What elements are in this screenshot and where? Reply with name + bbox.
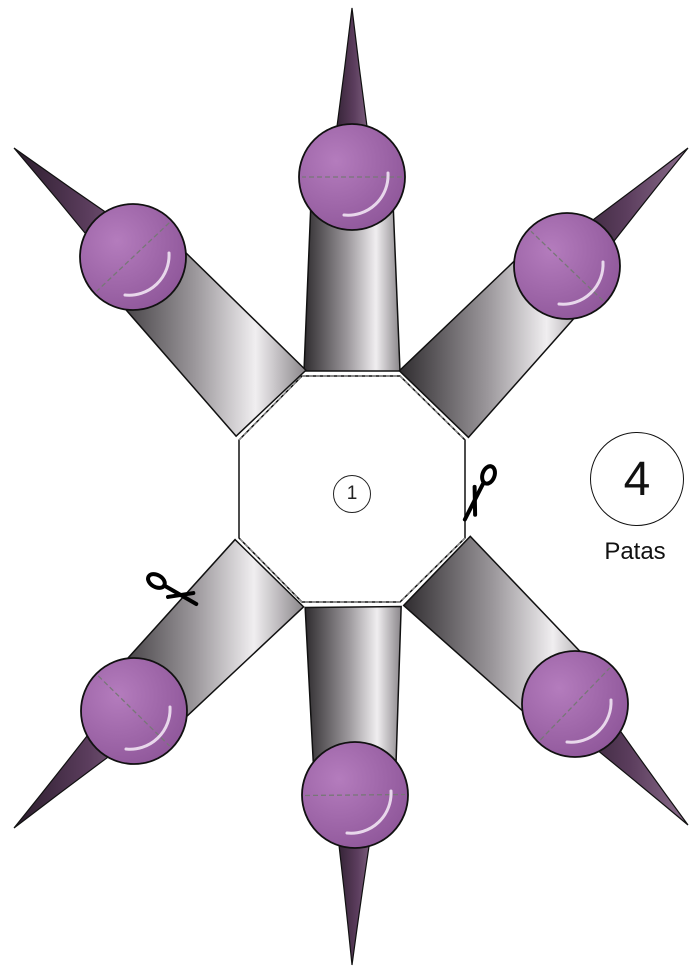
joint-highlight-3	[565, 698, 613, 744]
joint-fold-line-6	[96, 222, 170, 292]
piece-number-badge: 1	[333, 475, 371, 513]
joint-highlight-1	[342, 171, 390, 217]
joint-highlight-6	[123, 251, 171, 297]
joint-highlight-4	[345, 789, 393, 835]
joint-highlight-5	[124, 705, 172, 751]
scissors-icon	[146, 572, 199, 606]
joint-fold-line-5	[97, 675, 171, 747]
joint-highlight-2	[557, 260, 605, 306]
joint-fold-line-4	[304, 793, 406, 797]
page-caption: Patas	[604, 538, 666, 565]
joint-fold-line-3	[539, 667, 611, 741]
scissors-icon	[462, 464, 497, 522]
page-number-badge: 4	[590, 432, 684, 526]
joint-fold-line-2	[530, 230, 604, 302]
fold-lines	[238, 375, 466, 603]
